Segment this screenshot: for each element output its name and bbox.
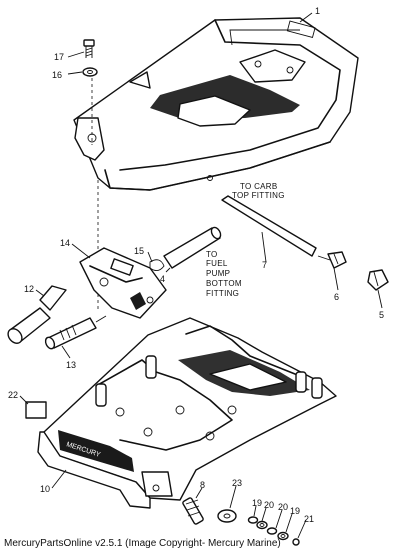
bottom-cowl-10-part: MERCURY bbox=[37, 317, 337, 509]
copyright-footer: MercuryPartsOnline v2.5.1 (Image Copyrig… bbox=[4, 538, 281, 549]
callout-20b: 20 bbox=[278, 502, 288, 512]
clamp-15-part bbox=[149, 259, 165, 271]
bracket-14-part bbox=[79, 247, 167, 319]
pump-note: TO FUEL PUMP BOTTOM FITTING bbox=[206, 250, 242, 298]
top-cowl-part bbox=[73, 17, 359, 191]
carb-note-line2: TOP FITTING bbox=[232, 191, 285, 200]
nut-20a-part bbox=[256, 520, 268, 530]
carb-note-line1: TO CARB bbox=[240, 182, 278, 191]
callout-10: 10 bbox=[40, 484, 50, 494]
callout-22: 22 bbox=[8, 390, 18, 400]
callout-19b: 19 bbox=[290, 506, 300, 516]
shaft-13-part bbox=[44, 315, 107, 350]
pump-note-line5: FITTING bbox=[206, 289, 239, 298]
pump-note-line2: FUEL bbox=[206, 259, 228, 268]
leader-lines bbox=[19, 12, 383, 539]
screw-17-part bbox=[83, 39, 95, 58]
callout-16: 16 bbox=[52, 70, 62, 80]
callout-1: 1 bbox=[315, 6, 320, 16]
callout-6: 6 bbox=[334, 292, 339, 302]
decal-22-part bbox=[25, 401, 47, 419]
callout-12: 12 bbox=[24, 284, 34, 294]
fitting-5-part bbox=[367, 269, 389, 291]
knob-12-part bbox=[7, 285, 67, 344]
callout-19a: 19 bbox=[252, 498, 262, 508]
callout-21: 21 bbox=[304, 514, 314, 524]
callout-13: 13 bbox=[66, 360, 76, 370]
callout-5: 5 bbox=[379, 310, 384, 320]
fitting-6-part bbox=[317, 251, 347, 269]
nut-20b-part bbox=[277, 531, 289, 541]
callout-7: 7 bbox=[262, 260, 267, 270]
callout-4: 4 bbox=[160, 274, 165, 284]
pump-note-line3: PUMP bbox=[206, 269, 230, 278]
bosses bbox=[95, 355, 323, 441]
stud-8-part bbox=[182, 497, 204, 525]
callout-17: 17 bbox=[54, 52, 64, 62]
callout-labels: 1 17 16 14 15 4 7 6 5 12 13 22 10 8 23 1… bbox=[8, 6, 384, 524]
carb-note: TO CARB TOP FITTING bbox=[232, 182, 285, 200]
pump-note-line4: BOTTOM bbox=[206, 279, 242, 288]
small-washer-19a-part bbox=[247, 516, 259, 524]
callout-14: 14 bbox=[60, 238, 70, 248]
fuel-hose-7-part bbox=[221, 195, 317, 257]
small-washer-19b-part bbox=[266, 527, 278, 535]
washer-23-part bbox=[217, 509, 237, 523]
callout-23: 23 bbox=[232, 478, 242, 488]
callout-8: 8 bbox=[200, 480, 205, 490]
hose-4-part bbox=[163, 226, 222, 269]
screw-21-part bbox=[292, 538, 300, 546]
callout-15: 15 bbox=[134, 246, 144, 256]
pump-note-line1: TO bbox=[206, 250, 218, 259]
callout-20a: 20 bbox=[264, 500, 274, 510]
washer-16-part bbox=[82, 67, 98, 77]
